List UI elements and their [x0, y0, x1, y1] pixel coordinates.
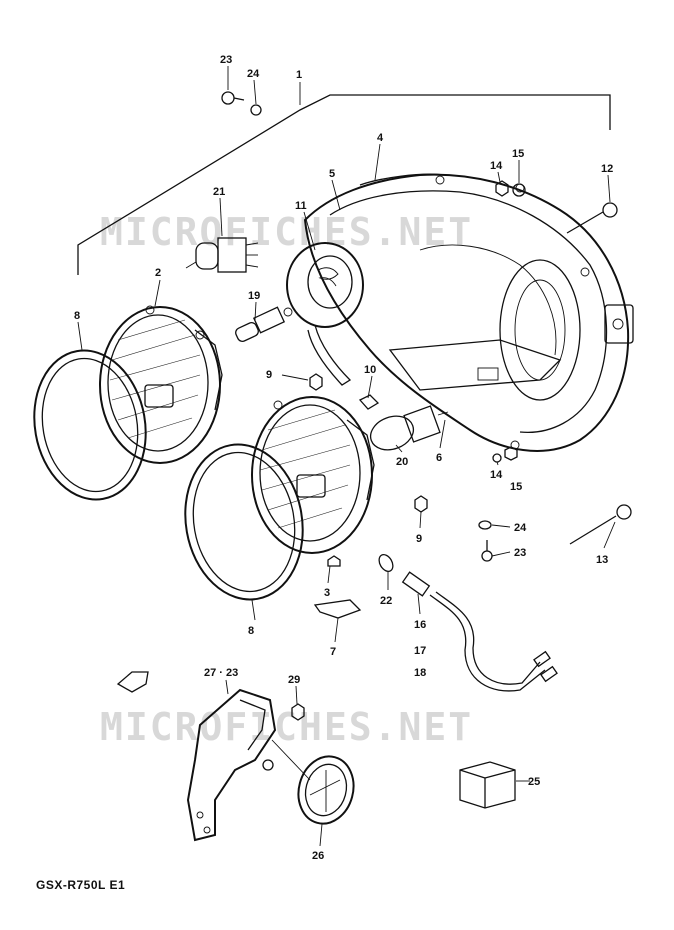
headlamp-housing — [303, 173, 634, 452]
callout-4: 4 — [377, 132, 384, 144]
mounting-bracket — [186, 688, 277, 842]
callout-1: 1 — [296, 69, 302, 81]
callout-22: 22 — [380, 595, 392, 607]
callout-21: 21 — [213, 186, 225, 198]
callout-9-lower: 9 — [416, 533, 422, 545]
headlamp-rim-right — [184, 443, 304, 601]
bulb-h4 — [185, 237, 259, 273]
assembly-bracket-1 — [77, 82, 611, 275]
callout-24: 24 — [247, 68, 260, 80]
headlamp-unit-left — [99, 305, 223, 464]
callout-18: 18 — [414, 667, 426, 679]
callout-14: 14 — [490, 160, 503, 172]
callout-15-lower: 15 — [510, 481, 522, 493]
callout-labels: 23 24 1 4 14 15 12 21 5 11 2 19 8 9 10 2… — [74, 54, 613, 862]
callout-16: 16 — [414, 619, 426, 631]
callout-27-23: 27 · 23 — [204, 667, 238, 679]
headlight-bulb-right — [369, 405, 449, 451]
headlamp-rim-left — [33, 349, 147, 501]
callout-19: 19 — [248, 290, 260, 302]
callout-2: 2 — [155, 267, 161, 279]
watermark-bottom: MICROFICHES.NET — [100, 705, 473, 749]
headlamp-unit-right — [251, 396, 375, 554]
callout-24-lower: 24 — [514, 522, 527, 534]
bulb-socket-ring — [286, 242, 364, 386]
callout-14-lower: 14 — [490, 469, 503, 481]
callout-23-lower: 23 — [514, 547, 526, 559]
callout-3: 3 — [324, 587, 330, 599]
small-hardware — [221, 91, 632, 809]
callout-7: 7 — [330, 646, 336, 658]
callout-23: 23 — [220, 54, 232, 66]
front-arrow-icon — [116, 671, 149, 693]
callout-8-left: 8 — [74, 310, 80, 322]
callout-9-upper: 9 — [266, 369, 272, 381]
reflector-lens — [297, 755, 355, 825]
callout-12: 12 — [601, 163, 613, 175]
position-bulb — [235, 306, 293, 342]
callout-20: 20 — [396, 456, 408, 468]
leader-lines — [77, 66, 616, 847]
callout-6: 6 — [436, 452, 442, 464]
callout-26: 26 — [312, 850, 324, 862]
callout-25: 25 — [528, 776, 540, 788]
callout-8-right: 8 — [248, 625, 254, 637]
callout-10: 10 — [364, 364, 376, 376]
callout-5: 5 — [329, 168, 335, 180]
model-code-caption: GSX-R750L E1 — [36, 878, 126, 892]
callout-17: 17 — [414, 645, 426, 657]
callout-29: 29 — [288, 674, 300, 686]
callout-13: 13 — [596, 554, 608, 566]
watermark-top: MICROFICHES.NET — [100, 210, 473, 254]
callout-15: 15 — [512, 148, 524, 160]
callout-11: 11 — [295, 200, 307, 212]
